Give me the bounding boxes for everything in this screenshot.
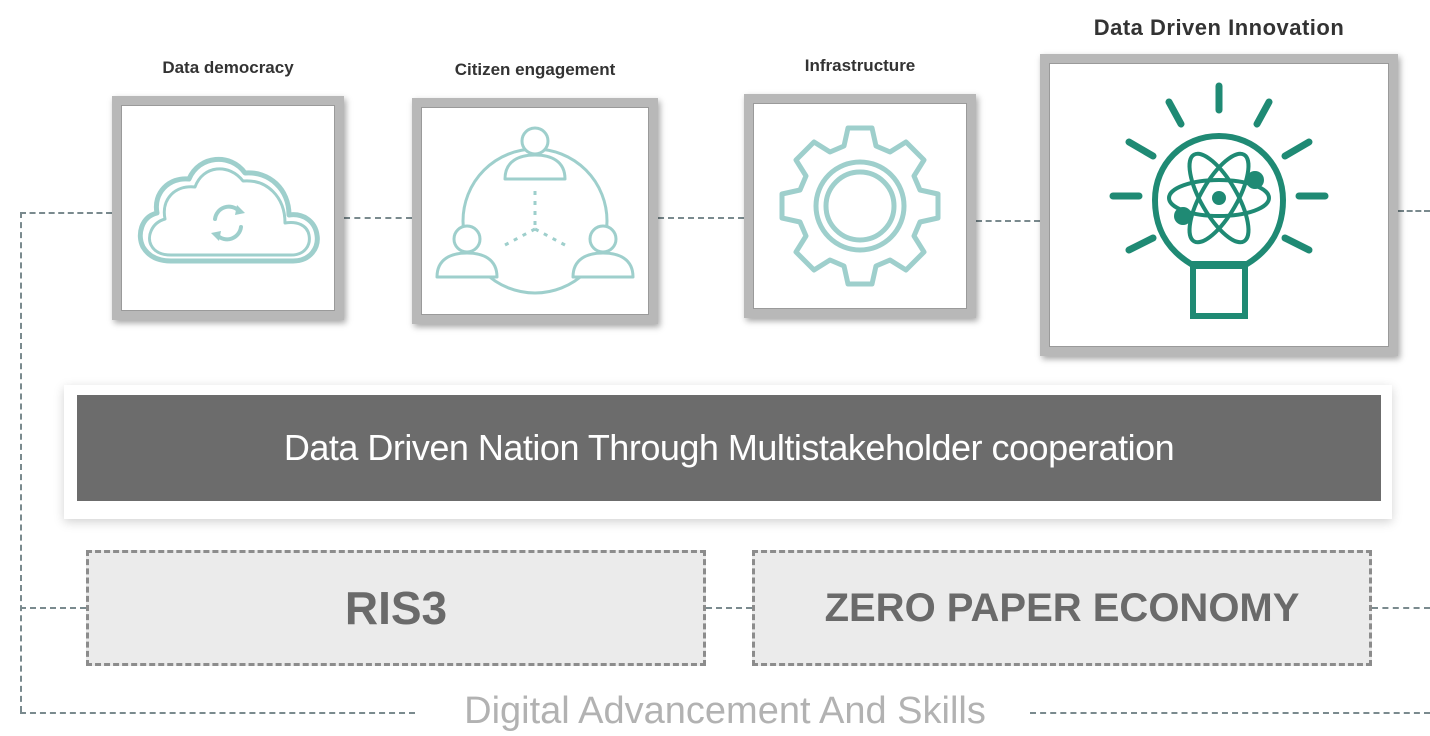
connector-left-vertical xyxy=(20,212,22,712)
box-ris3-label: RIS3 xyxy=(344,582,448,634)
connector-3-4 xyxy=(976,220,1040,222)
gear-icon xyxy=(779,125,941,287)
box-ris3: RIS3 xyxy=(86,550,706,666)
pillar-frame-citizen-engagement xyxy=(412,98,658,324)
banner-text: Data Driven Nation Through Multistakehol… xyxy=(283,427,1175,468)
pillar-label-citizen-engagement: Citizen engagement xyxy=(454,60,616,79)
connector-boxes-middle xyxy=(706,607,752,609)
pillar-frame-data-driven-innovation xyxy=(1040,54,1398,356)
connector-1-2 xyxy=(344,217,412,219)
connector-boxes-left xyxy=(20,607,86,609)
pillar-label-infrastructure: Infrastructure xyxy=(804,56,916,75)
connector-2-3 xyxy=(658,217,744,219)
footer-label: Digital Advancement And Skills xyxy=(430,690,1020,733)
pillar-label-data-democracy: Data democracy xyxy=(162,58,294,77)
connector-boxes-right xyxy=(1372,607,1430,609)
connector-right-top xyxy=(1398,210,1430,212)
connector-bottom-right xyxy=(1030,712,1430,714)
lightbulb-atom-icon xyxy=(1109,82,1329,319)
pillar-frame-data-democracy xyxy=(112,96,344,320)
people-network-icon xyxy=(435,126,635,295)
banner-mission-statement: Data Driven Nation Through Multistakehol… xyxy=(77,395,1381,501)
pillar-label-data-driven-innovation: Data Driven Innovation xyxy=(1093,15,1345,40)
pillar-frame-infrastructure xyxy=(744,94,976,318)
connector-top-left xyxy=(20,212,112,214)
box-zero-paper-economy: ZERO PAPER ECONOMY xyxy=(752,550,1372,666)
connector-bottom-left xyxy=(20,712,415,714)
cloud-sync-icon xyxy=(137,157,320,264)
box-zero-paper-economy-label: ZERO PAPER ECONOMY xyxy=(824,585,1300,630)
